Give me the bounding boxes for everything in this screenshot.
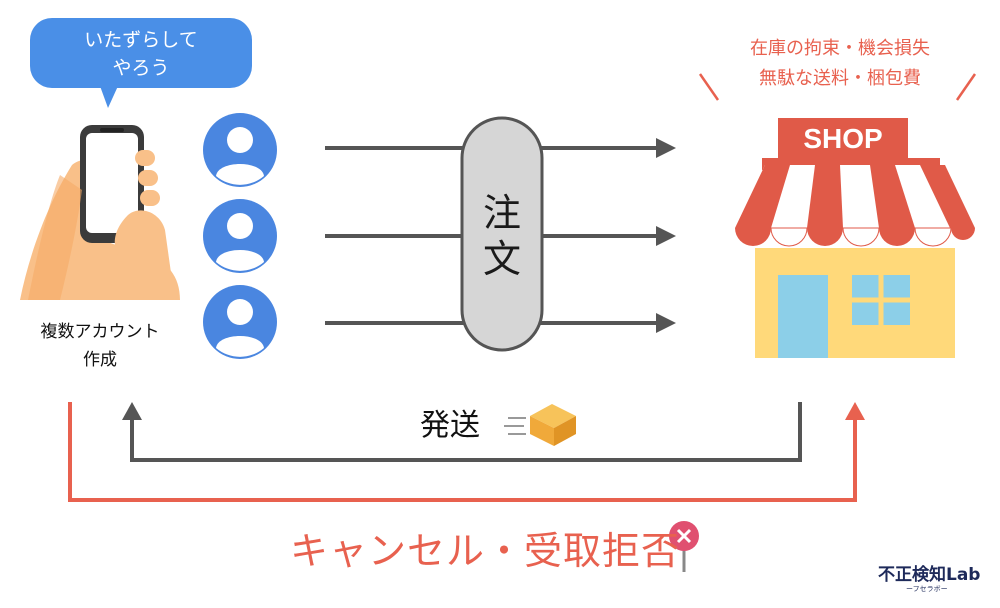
speech-bubble: [30, 18, 252, 108]
speech-bubble-text: いたずらして やろう: [30, 26, 252, 82]
warning-slash-left: [698, 73, 720, 101]
shop-damage-line1: 在庫の拘束・機会損失: [750, 38, 930, 59]
package-icon: [504, 404, 576, 446]
cancel-arrowhead: [845, 402, 865, 420]
user-avatar-icon: [203, 285, 277, 359]
user-avatar-icon: [203, 113, 277, 187]
shipping-label: 発送: [420, 408, 480, 443]
shop-sign-text: SHOP: [803, 123, 883, 154]
brand-logo: 不正検知Lab: [878, 565, 981, 585]
shop-damage-line2: 無駄な送料・梱包費: [759, 68, 921, 89]
cancel-label: キャンセル・受取拒否: [290, 529, 681, 573]
warning-slash-right: [955, 73, 977, 101]
order-label-line1: 注: [482, 191, 521, 235]
order-box: [460, 116, 544, 352]
speech-bubble-line1: いたずらして: [84, 29, 198, 51]
brand-logo-sub: ーフセラボー: [906, 585, 948, 593]
fraud-actor-label: 複数アカウント 作成: [0, 318, 200, 374]
ship-arrowhead: [122, 402, 142, 420]
shop-damage-text: 在庫の拘束・機会損失 無駄な送料・梱包費: [700, 34, 980, 94]
speech-bubble-line2: やろう: [112, 57, 170, 79]
fraud-actor-line2: 作成: [83, 350, 117, 370]
order-label: 注 文: [462, 190, 542, 282]
phone-hand-icon: [20, 125, 180, 300]
ship-arrow: [130, 402, 802, 462]
fraud-actor-line1: 複数アカウント: [40, 322, 160, 342]
cancel-arrow: [68, 402, 857, 502]
pin-icon: [669, 521, 699, 572]
shop-icon: [735, 118, 975, 358]
user-avatar-icon: [203, 199, 277, 273]
order-label-line2: 文: [482, 237, 521, 281]
